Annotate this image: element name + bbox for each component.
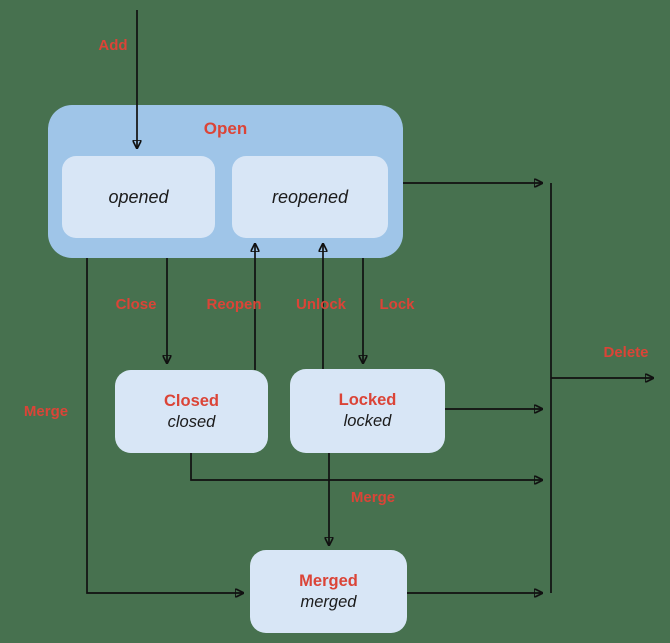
label-unlock: Unlock (295, 296, 347, 313)
state-closed: Closed closed (115, 370, 268, 453)
label-delete: Delete (603, 344, 649, 361)
open-group-box: Open opened reopened (48, 105, 403, 258)
state-merged: Merged merged (250, 550, 407, 633)
label-merge-mid: Merge (350, 489, 396, 506)
state-reopened-label: reopened (271, 186, 349, 207)
label-add: Add (98, 37, 128, 54)
label-merge-left: Merge (23, 403, 69, 420)
state-locked: Locked locked (290, 369, 445, 453)
state-merged-subtitle: merged (300, 592, 357, 611)
state-opened-label: opened (108, 186, 169, 207)
open-group-label: Open (203, 119, 248, 138)
label-close: Close (115, 296, 157, 313)
state-opened: opened (62, 156, 215, 238)
label-reopen: Reopen (206, 296, 262, 313)
state-locked-subtitle: locked (343, 412, 392, 430)
state-locked-title: Locked (338, 391, 397, 409)
state-merged-title: Merged (299, 571, 358, 590)
state-closed-subtitle: closed (167, 412, 216, 431)
state-reopened: reopened (232, 156, 388, 238)
state-closed-title: Closed (163, 391, 219, 410)
arrow-closed-to-delete (190, 453, 542, 480)
label-lock: Lock (379, 296, 415, 313)
